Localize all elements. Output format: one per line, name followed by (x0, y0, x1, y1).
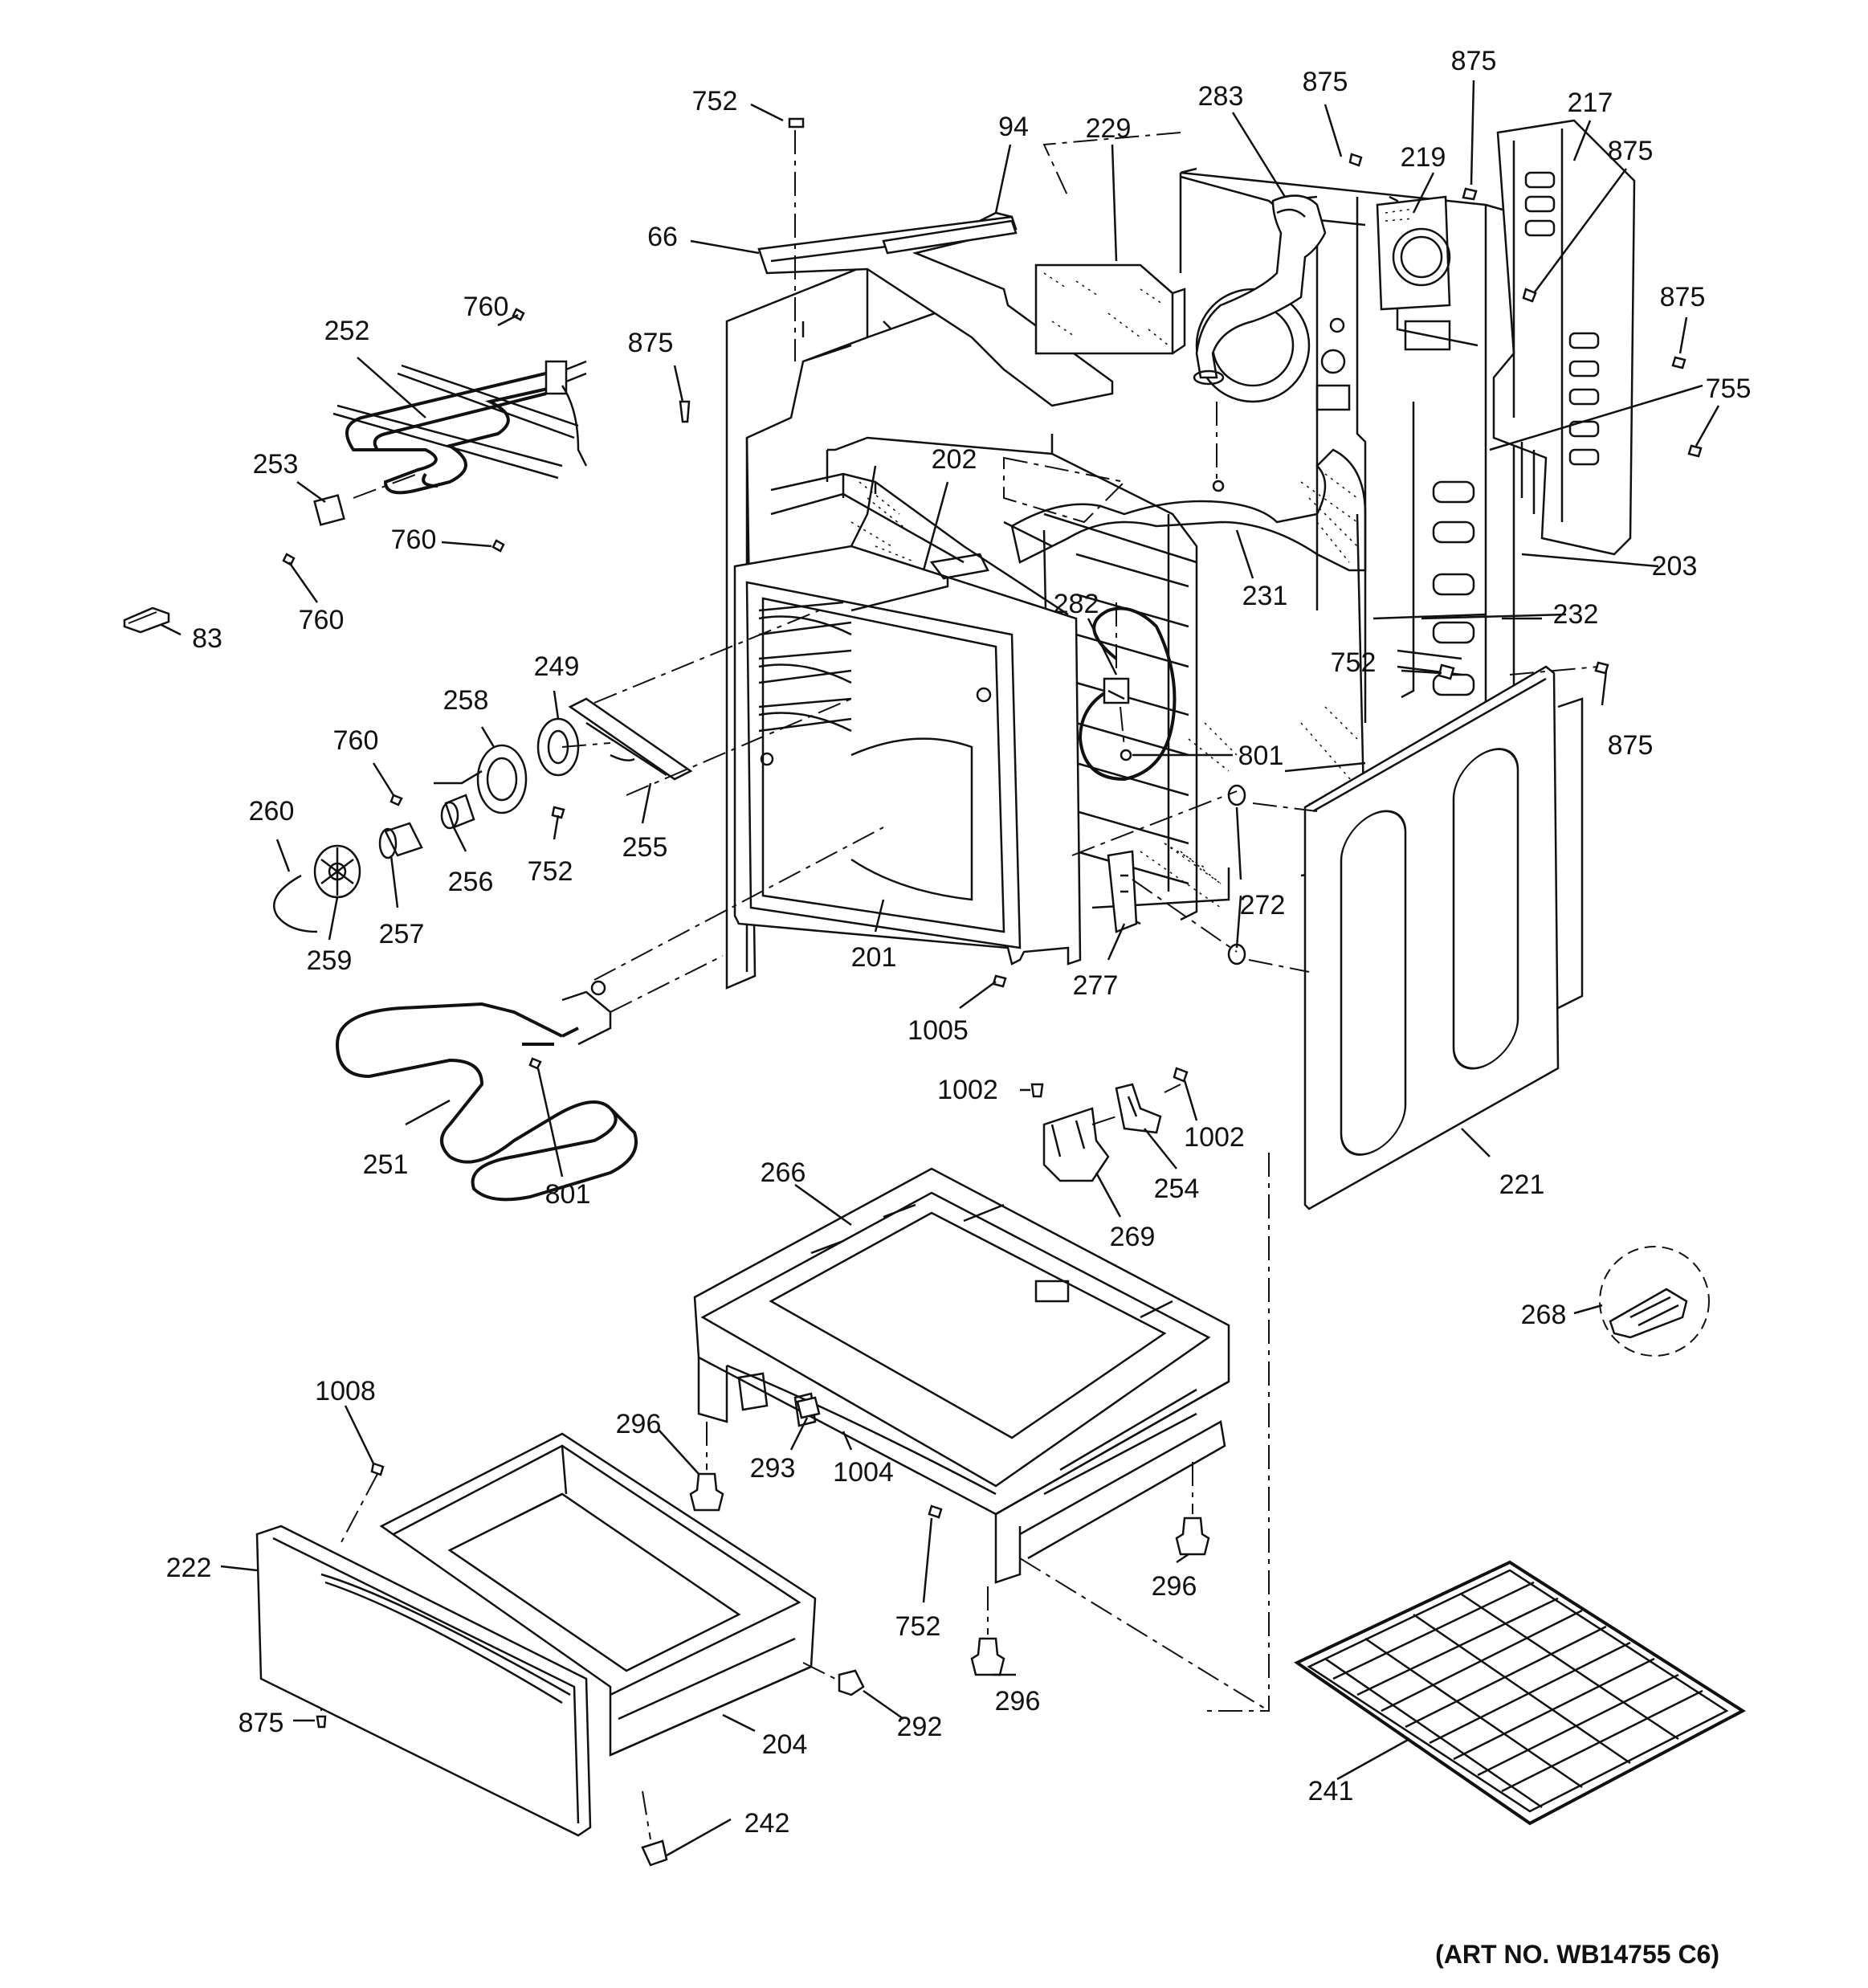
part-label-201: 201 (850, 942, 897, 973)
part-label-875: 875 (1607, 136, 1654, 166)
part-label-1004: 1004 (833, 1457, 894, 1488)
part-label-94: 94 (998, 112, 1029, 142)
part-label-752: 752 (527, 856, 573, 887)
part-label-253: 253 (252, 449, 299, 480)
back-panel-duct (1180, 175, 1366, 610)
part-label-257: 257 (378, 919, 425, 949)
part-label-1002: 1002 (1184, 1122, 1245, 1153)
part-label-268: 268 (1520, 1300, 1567, 1330)
part-label-293: 293 (749, 1453, 796, 1484)
part-label-269: 269 (1109, 1222, 1156, 1252)
part-label-254: 254 (1153, 1174, 1200, 1204)
sensor-282 (1078, 602, 1177, 782)
part-label-760: 760 (463, 292, 509, 322)
part-label-760: 760 (390, 525, 437, 555)
hinge-parts (1042, 784, 1246, 1182)
part-label-255: 255 (622, 832, 668, 863)
storage-drawer (255, 1432, 865, 1867)
detail-circle (1599, 1246, 1710, 1357)
bake-element (335, 827, 884, 1202)
part-label-875: 875 (1607, 730, 1654, 761)
part-label-875: 875 (1659, 282, 1706, 312)
part-label-266: 266 (760, 1157, 806, 1188)
part-label-231: 231 (1242, 581, 1288, 611)
convection-parts (273, 610, 852, 933)
part-label-1002: 1002 (937, 1075, 998, 1105)
part-label-1008: 1008 (315, 1376, 376, 1406)
part-label-219: 219 (1400, 142, 1446, 173)
part-label-66: 66 (647, 222, 678, 252)
part-label-249: 249 (533, 651, 580, 682)
part-label-875: 875 (627, 328, 674, 358)
part-label-272: 272 (1239, 890, 1286, 921)
part-label-282: 282 (1053, 589, 1099, 619)
part-label-260: 260 (248, 796, 295, 827)
part-label-875: 875 (238, 1708, 284, 1738)
part-label-83: 83 (192, 623, 222, 654)
part-label-217: 217 (1567, 88, 1613, 118)
part-label-752: 752 (691, 86, 738, 116)
part-label-801: 801 (544, 1179, 591, 1210)
part-label-277: 277 (1072, 970, 1119, 1001)
cover-219 (1376, 195, 1451, 311)
part-label-203: 203 (1651, 551, 1698, 582)
fasteners (282, 117, 1703, 1729)
part-label-252: 252 (324, 316, 370, 346)
part-label-258: 258 (443, 685, 489, 716)
panel-229 (1034, 263, 1186, 355)
part-label-296: 296 (615, 1409, 662, 1439)
oven-rack (1294, 1560, 1746, 1826)
part-label-242: 242 (744, 1808, 790, 1839)
part-label-221: 221 (1499, 1170, 1545, 1200)
part-label-222: 222 (165, 1553, 212, 1583)
part-label-296: 296 (994, 1686, 1041, 1717)
insulation-blanket (1003, 448, 1367, 572)
part-label-752: 752 (895, 1611, 941, 1642)
side-panel-217 (1492, 119, 1636, 556)
part-label-752: 752 (1330, 647, 1377, 678)
part-label-760: 760 (298, 605, 345, 635)
part-label-232: 232 (1552, 599, 1599, 630)
construction-lines (1019, 132, 1599, 1712)
part-label-241: 241 (1307, 1776, 1354, 1806)
part-label-204: 204 (761, 1729, 808, 1760)
part-label-259: 259 (306, 945, 353, 976)
part-label-283: 283 (1197, 81, 1244, 112)
part-label-251: 251 (362, 1149, 409, 1180)
part-label-760: 760 (332, 725, 379, 756)
part-label-229: 229 (1085, 113, 1132, 144)
drawer-support (693, 1167, 1230, 1584)
part-label-202: 202 (931, 444, 977, 475)
part-label-875: 875 (1302, 67, 1348, 97)
part-label-801: 801 (1238, 741, 1284, 771)
leader-lines (156, 80, 1720, 1857)
part-label-875: 875 (1450, 46, 1497, 76)
side-insulation (850, 481, 1238, 884)
leveling-legs (689, 1396, 1210, 1676)
part-label-755: 755 (1705, 374, 1752, 404)
side-panel-221 (1303, 665, 1584, 1210)
part-label-292: 292 (896, 1712, 943, 1742)
part-label-296: 296 (1151, 1571, 1197, 1602)
part-83-clip (123, 606, 170, 634)
broil-element (313, 360, 588, 526)
art-number: (ART NO. WB14755 C6) (1435, 1940, 1719, 1969)
part-label-256: 256 (447, 867, 494, 897)
part-label-1005: 1005 (907, 1015, 969, 1046)
